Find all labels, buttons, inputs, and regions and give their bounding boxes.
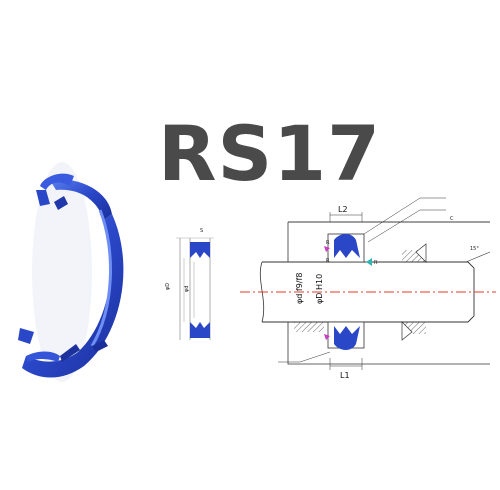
radius-label-mid: R — [326, 258, 330, 264]
svg-text:φD: φD — [165, 283, 171, 290]
dim-l2-label: L2 — [338, 205, 348, 214]
chamfer-c-label: C — [450, 216, 454, 222]
bore-diameter-label: φD H10 — [315, 274, 324, 304]
svg-text:φd: φd — [184, 286, 190, 292]
radius-label-top: R — [326, 240, 330, 246]
rod-diameter-label: φd f9/f8 — [295, 273, 304, 304]
seal-ring-3d — [18, 162, 124, 382]
seal-cross-section-small: S φD φd — [165, 228, 214, 340]
radius-label-right: R — [374, 260, 378, 266]
dim-l1-label: L1 — [340, 371, 350, 380]
svg-text:S: S — [200, 228, 203, 234]
product-code-title: RS17 — [158, 109, 382, 198]
installation-drawing: 15° — [240, 197, 496, 370]
svg-text:15°: 15° — [470, 246, 479, 252]
